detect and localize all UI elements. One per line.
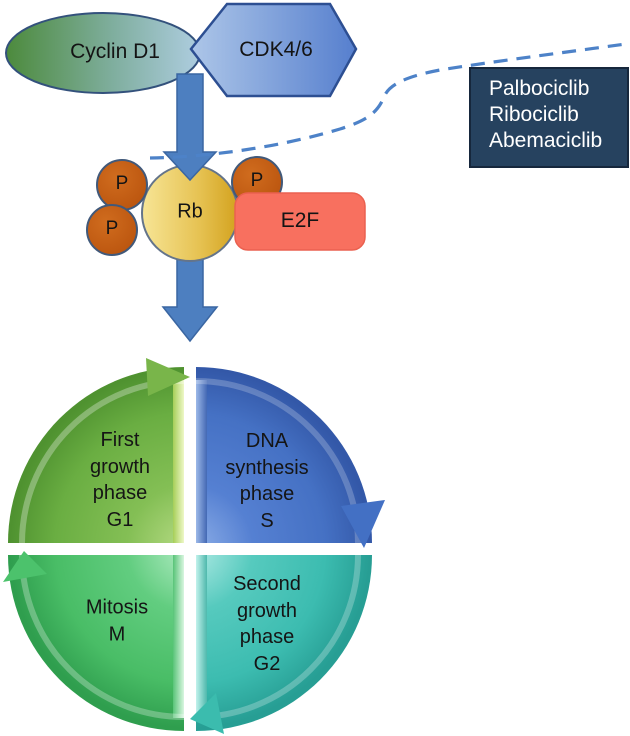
s-label-line: phase xyxy=(239,483,295,505)
inhibitor-drug-name: Abemaciclib xyxy=(489,128,603,152)
g1-label-line: phase xyxy=(92,482,148,504)
m-edge-highlight xyxy=(173,555,184,718)
inhibitor-drug-box xyxy=(469,67,629,168)
phospho-label-right: P xyxy=(250,170,264,191)
g1-edge-highlight xyxy=(173,380,184,543)
m-arrowhead xyxy=(3,551,47,582)
m-label: Mitosis M xyxy=(86,595,148,648)
m-arc-gloss xyxy=(19,554,185,720)
g2-arrowhead xyxy=(190,693,224,734)
g1-label-line: First xyxy=(100,429,140,451)
e2f-label: E2F xyxy=(280,209,320,232)
s-arrowhead xyxy=(341,500,385,548)
cyclin-d1-label: Cyclin D1 xyxy=(70,40,160,63)
s-quadrant xyxy=(196,367,372,543)
s-label-line: S xyxy=(260,509,274,532)
m-label-line: M xyxy=(108,623,126,645)
s-label: DNA synthesis phase S xyxy=(225,428,308,534)
g1-label-line: growth xyxy=(89,455,151,478)
g2-quadrant xyxy=(196,555,372,731)
s-edge-bevel xyxy=(196,380,207,543)
e2f-box xyxy=(234,192,366,251)
g1-quadrant xyxy=(8,367,184,543)
cell-cycle-wheel xyxy=(3,358,385,734)
inhibitor-drug-list: Palbociclib Ribociclib Abemaciclib xyxy=(489,76,602,153)
phospho-label-bottom-left: P xyxy=(105,218,119,239)
s-label-line: synthesis xyxy=(225,456,309,479)
g2-label-line: growth xyxy=(236,599,298,622)
g1-arrowhead xyxy=(146,358,190,396)
g2-label-line: G2 xyxy=(253,652,281,675)
g1-label-line: G1 xyxy=(106,508,134,531)
g2-label-line: Second xyxy=(233,573,301,595)
m-label-line: Mitosis xyxy=(85,596,149,619)
g2-edge-highlight xyxy=(196,555,207,718)
rb-label: Rb xyxy=(177,200,203,223)
inhibitor-drug-name: Palbociclib xyxy=(489,77,590,100)
cdk46-hexagon xyxy=(189,2,358,98)
g2-arc-gloss xyxy=(195,554,361,720)
phospho-label-top-left: P xyxy=(115,173,129,194)
s-label-line: DNA xyxy=(245,430,289,452)
m-quadrant xyxy=(8,555,184,731)
g2-label: Second growth phase G2 xyxy=(233,571,301,677)
phospho-circle-bottom-left xyxy=(86,204,138,256)
g2-label-line: phase xyxy=(239,626,295,648)
inhibitor-drug-name: Ribociclib xyxy=(489,102,579,126)
cdk-to-rb-arrow xyxy=(162,73,218,182)
g1-label: First growth phase G1 xyxy=(90,427,150,533)
cdk46-label: CDK4/6 xyxy=(239,38,313,61)
